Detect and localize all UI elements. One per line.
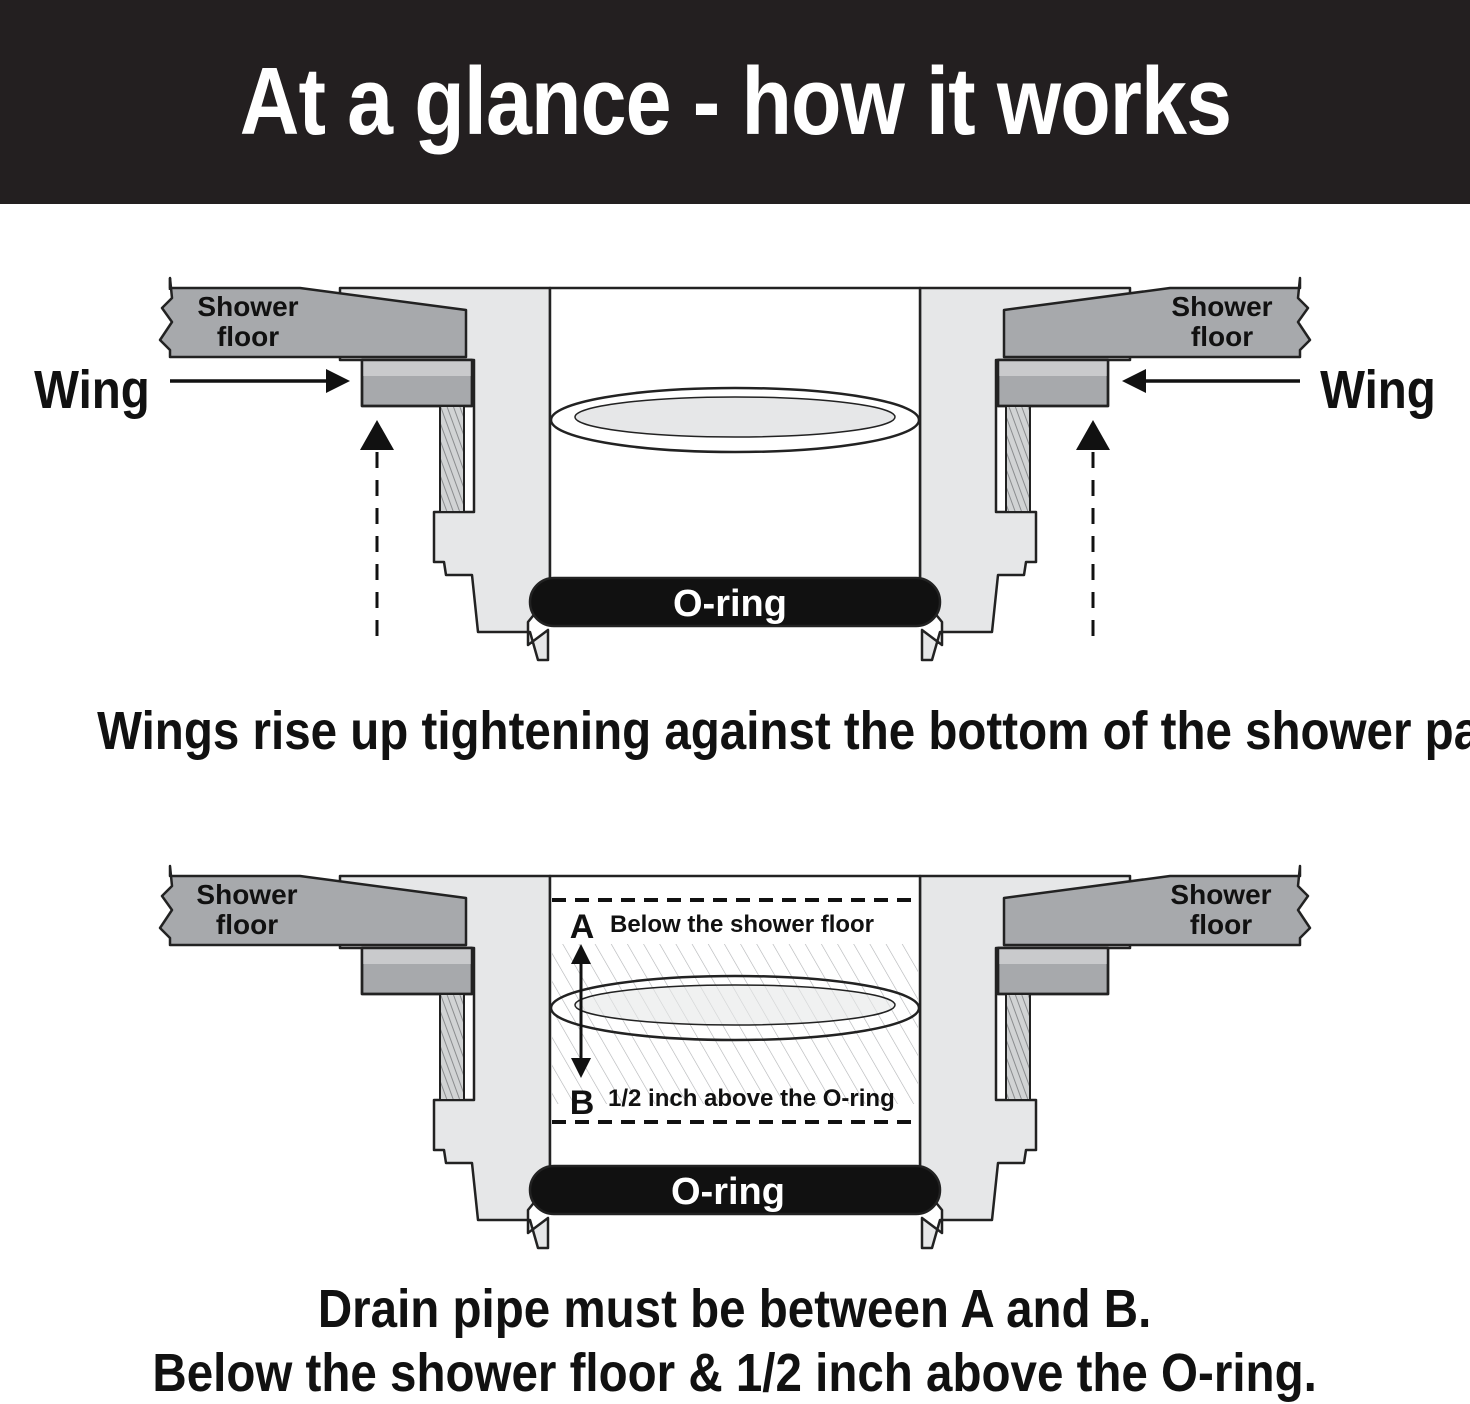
shower-floor-left: [158, 276, 468, 359]
arrow-up-icon: [1076, 420, 1110, 450]
caption-bottom-line2: Below the shower floor & 1/2 inch above …: [152, 1343, 1318, 1403]
oring-band: [528, 1164, 942, 1216]
arrow-right-icon: [326, 369, 350, 393]
drain-diagram-top: Wing Wing Shower floor Shower floor O-ri…: [34, 276, 1436, 662]
drain-body-right: [918, 874, 1132, 1250]
floor-label-right-line1: Shower: [1170, 879, 1271, 910]
marker-a: A: [570, 908, 595, 946]
floor-label-left-line2: floor: [216, 909, 278, 940]
header-banner: At a glance - how it works: [0, 0, 1470, 204]
shower-floor-left: [158, 864, 468, 947]
wing-arrows: [170, 369, 1300, 636]
arrow-up-icon: [360, 420, 394, 450]
shower-floor-right: [1002, 864, 1312, 947]
screw-right: [1005, 993, 1031, 1101]
marker-b-text: 1/2 inch above the O-ring: [608, 1085, 895, 1112]
marker-a-text: Below the shower floor: [610, 911, 874, 938]
drain-diagram-bottom: A Below the shower floor B 1/2 inch abov…: [158, 864, 1312, 1250]
floor-label-right-line1: Shower: [1171, 291, 1272, 322]
drain-body-left: [338, 286, 552, 662]
marker-b: B: [570, 1084, 595, 1122]
range-arrow: [571, 944, 591, 1078]
screw-right: [1005, 405, 1031, 513]
caption-top: Wings rise up tightening against the bot…: [97, 701, 1470, 761]
drain-body-right: [918, 286, 1132, 662]
drain-assembly: [158, 276, 1312, 662]
page-title: At a glance - how it works: [239, 48, 1231, 155]
drain-assembly: [158, 864, 1312, 1250]
screw-left: [439, 405, 465, 513]
screw-left: [439, 993, 465, 1101]
floor-label-left-line2: floor: [217, 321, 279, 352]
shower-floor-right: [1002, 276, 1312, 359]
arrow-left-icon: [1122, 369, 1146, 393]
floor-label-left-line1: Shower: [196, 879, 297, 910]
caption-bottom-line1: Drain pipe must be between A and B.: [318, 1279, 1152, 1339]
floor-label-right-line2: floor: [1191, 321, 1253, 352]
oring-label: O-ring: [671, 1171, 785, 1213]
oring-band: [528, 576, 942, 628]
wing-label-right: Wing: [1320, 359, 1436, 420]
arrow-down-icon: [571, 1058, 591, 1078]
floor-label-left-line1: Shower: [197, 291, 298, 322]
arrow-up-icon: [571, 944, 591, 964]
drain-body-left: [338, 874, 552, 1250]
floor-label-right-line2: floor: [1190, 909, 1252, 940]
oring-label: O-ring: [673, 583, 787, 625]
wing-label-left: Wing: [34, 359, 150, 420]
